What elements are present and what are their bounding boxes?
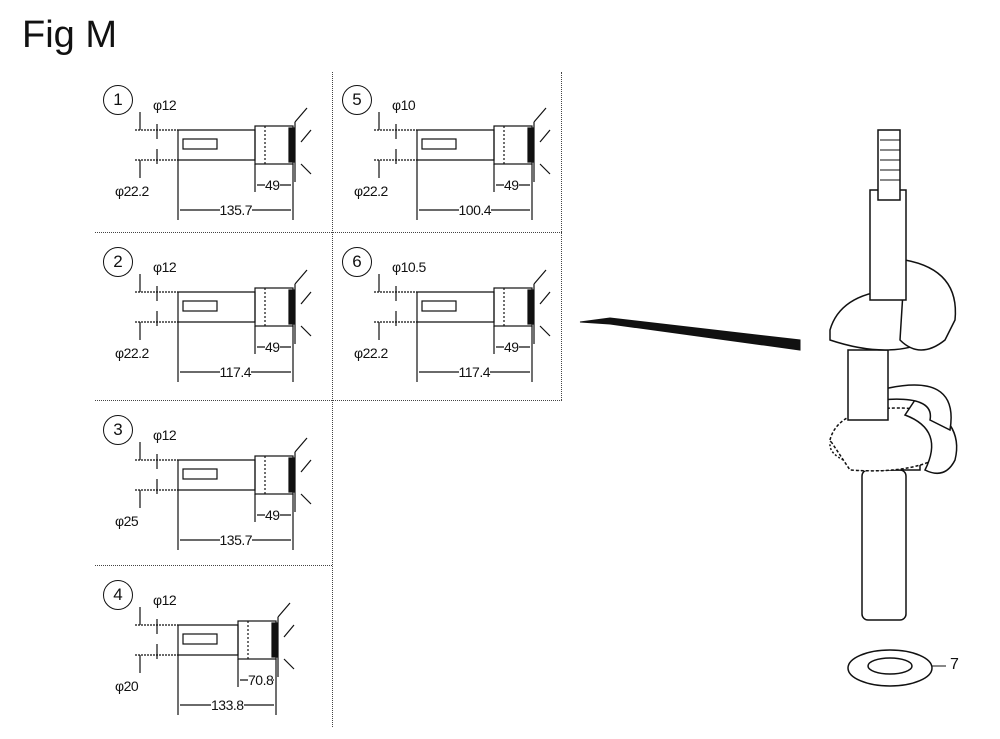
shaft-diameter-label: φ22.2 xyxy=(115,345,149,361)
divider-vertical xyxy=(561,72,562,400)
divider-horizontal xyxy=(95,565,332,566)
panel-number-badge: 5 xyxy=(342,85,372,115)
figure-title: Fig M xyxy=(22,14,117,56)
shaft-variant-panel: 5 φ10 φ22.2 49 100.4 xyxy=(334,72,570,236)
total-length-label: 135.7 xyxy=(219,202,253,218)
shaft-variant-panel: 2 φ12 φ22.2 49 117.4 xyxy=(95,234,331,398)
total-length-label: 135.7 xyxy=(219,532,253,548)
collar-length-label: 49 xyxy=(265,177,280,193)
shaft-drawing xyxy=(374,269,551,382)
shaft-diameter-label: φ25 xyxy=(115,513,139,529)
collar-length-label: 70.8 xyxy=(248,672,274,688)
pin-diameter-label: φ12 xyxy=(153,592,177,608)
collar-length-label: 49 xyxy=(504,339,519,355)
shaft-diameter-label: φ22.2 xyxy=(354,345,388,361)
panel-number-badge: 3 xyxy=(103,415,133,445)
pin-diameter-label: φ12 xyxy=(153,97,177,113)
panel-number-badge: 1 xyxy=(103,85,133,115)
total-length-label: 100.4 xyxy=(458,202,492,218)
shaft-diameter-label: φ22.2 xyxy=(354,183,388,199)
crankshaft xyxy=(829,129,958,621)
shaft-drawing xyxy=(374,107,551,220)
panel-number-badge: 4 xyxy=(103,580,133,610)
panel-number-badge: 2 xyxy=(103,247,133,277)
collar-length-label: 49 xyxy=(265,507,280,523)
total-length-label: 117.4 xyxy=(458,364,490,380)
collar-length-label: 49 xyxy=(504,177,519,193)
part-number-label: 7 xyxy=(950,656,959,673)
total-length-label: 117.4 xyxy=(219,364,251,380)
pin-diameter-label: φ12 xyxy=(153,259,177,275)
collar-length-label: 49 xyxy=(265,339,280,355)
pin-diameter-label: φ12 xyxy=(153,427,177,443)
panel-number-badge: 6 xyxy=(342,247,372,277)
shaft-diameter-label: φ20 xyxy=(115,678,139,694)
total-length-label: 133.8 xyxy=(211,697,244,713)
shaft-variant-panel: 3 φ12 φ25 49 135.7 xyxy=(95,402,331,566)
shaft-drawing xyxy=(135,107,312,220)
shaft-variant-panel: 4 φ12 φ20 70.8 133.8 xyxy=(95,567,331,731)
divider-horizontal xyxy=(95,400,562,401)
divider-horizontal xyxy=(95,232,562,233)
shaft-drawing xyxy=(135,269,312,382)
shaft-variant-panel: 6 φ10.5 φ22.2 49 117.4 xyxy=(334,234,570,398)
shaft-diameter-label: φ22.2 xyxy=(115,183,149,199)
pin-diameter-label: φ10.5 xyxy=(392,259,426,275)
arrow-icon xyxy=(579,317,801,351)
washer xyxy=(847,649,946,687)
divider-vertical xyxy=(332,72,333,727)
pin-diameter-label: φ10 xyxy=(392,97,416,113)
shaft-variant-panel: 1 φ12 φ22.2 49 135.7 xyxy=(95,72,331,236)
